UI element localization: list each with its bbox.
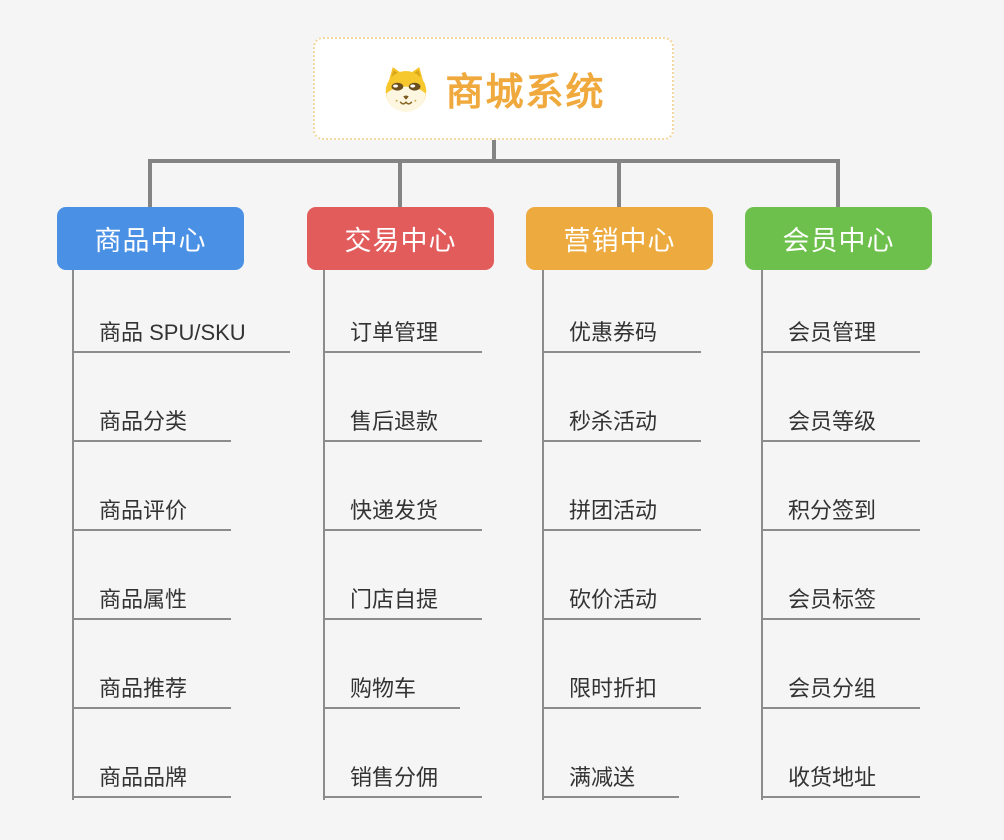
branch-spine-line: [542, 270, 544, 800]
branch-label: 营销中心: [563, 226, 676, 256]
leaf-node[interactable]: 门店自提: [323, 586, 483, 620]
leaf-node[interactable]: 购物车: [323, 675, 461, 709]
leaf-node[interactable]: 销售分佣: [323, 764, 483, 798]
branch-node-product-center[interactable]: 商品中心: [57, 207, 244, 270]
dog-face-icon: [386, 66, 427, 112]
connector-drop-line: [836, 159, 840, 209]
leaf-node[interactable]: 会员管理: [761, 319, 921, 353]
leaf-node[interactable]: 拼团活动: [542, 497, 702, 531]
leaf-node[interactable]: 商品推荐: [72, 675, 232, 709]
branch-node-trade-center[interactable]: 交易中心: [307, 207, 494, 270]
leaf-node[interactable]: 收货地址: [761, 764, 921, 798]
leaf-node[interactable]: 会员分组: [761, 675, 921, 709]
branch-node-member-center[interactable]: 会员中心: [745, 207, 932, 270]
leaf-node[interactable]: 订单管理: [323, 319, 483, 353]
leaf-node[interactable]: 商品评价: [72, 497, 232, 531]
branch-node-marketing-center[interactable]: 营销中心: [526, 207, 713, 270]
leaf-node[interactable]: 会员等级: [761, 408, 921, 442]
leaf-node[interactable]: 秒杀活动: [542, 408, 702, 442]
leaf-node[interactable]: 积分签到: [761, 497, 921, 531]
branch-spine-line: [323, 270, 325, 800]
leaf-node[interactable]: 满减送: [542, 764, 680, 798]
branch-spine-line: [72, 270, 74, 800]
leaf-node[interactable]: 会员标签: [761, 586, 921, 620]
leaf-node[interactable]: 优惠券码: [542, 319, 702, 353]
connector-drop-line: [398, 159, 402, 209]
branch-label: 会员中心: [782, 226, 895, 256]
root-title: 商城系统: [445, 72, 606, 114]
root-node[interactable]: 商城系统: [313, 37, 674, 140]
connector-drop-line: [148, 159, 152, 209]
leaf-node[interactable]: 快递发货: [323, 497, 483, 531]
leaf-node[interactable]: 售后退款: [323, 408, 483, 442]
branch-spine-line: [761, 270, 763, 800]
leaf-node[interactable]: 商品品牌: [72, 764, 232, 798]
leaf-node[interactable]: 商品 SPU/SKU: [72, 319, 290, 353]
connector-rail-line: [148, 159, 840, 163]
leaf-node[interactable]: 商品分类: [72, 408, 232, 442]
leaf-node[interactable]: 限时折扣: [542, 675, 702, 709]
branch-label: 交易中心: [344, 226, 457, 256]
connector-stem-line: [492, 140, 496, 163]
leaf-node[interactable]: 砍价活动: [542, 586, 702, 620]
connector-drop-line: [617, 159, 621, 209]
leaf-node[interactable]: 商品属性: [72, 586, 232, 620]
branch-label: 商品中心: [94, 226, 207, 256]
